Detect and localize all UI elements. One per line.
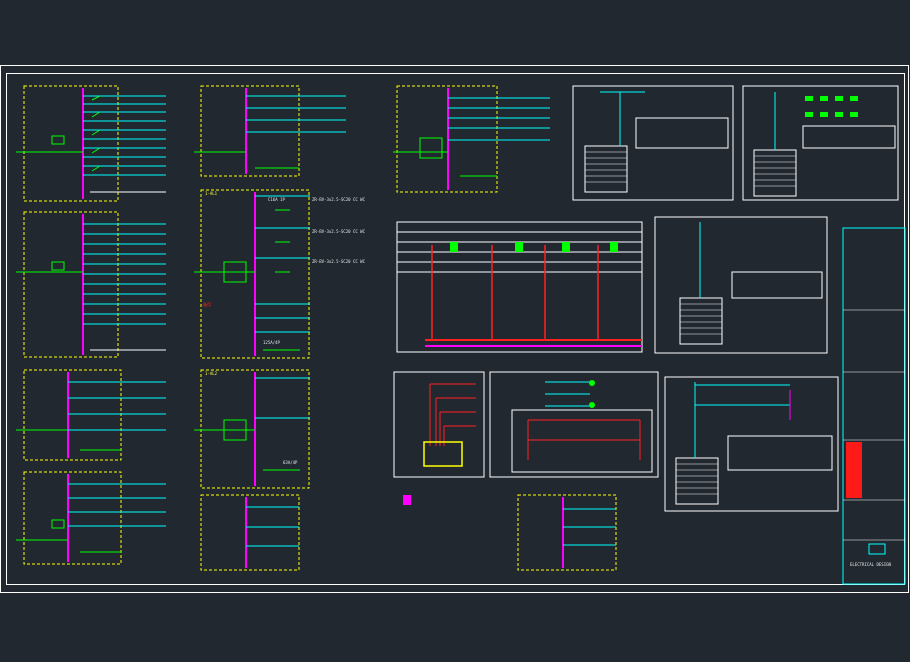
panel-schedule-5 [194,85,346,177]
cable-spec-3: ZR-BV-3x2.5-SC20 CC WC [312,259,365,264]
panel-schedule-al2 [194,369,310,489]
sub-rating-label: 63A/4P [283,460,298,465]
plan-view-2 [742,85,899,201]
panel-tag-al1: 1-AL1 [205,191,218,196]
control-wiring-panel [489,371,659,478]
panel-tag-al2: 1-AL2 [205,371,218,376]
feeder-rating-label: C16A 1P [268,197,285,202]
plan-view-3 [654,216,828,354]
drawing-frame [0,65,909,593]
incomer-rating-label: 125A/4P [263,340,280,345]
panel-schedule-1 [16,85,166,202]
panel-schedule-2 [16,211,166,358]
panel-schedule-al1 [194,189,310,359]
panel-schedule-6 [200,494,300,571]
plan-view-4 [664,376,839,512]
panel-schedule-7 [393,85,550,193]
cable-spec-2: ZR-BV-3x2.5-SC20 CC WC [312,229,365,234]
riser-diagram [396,221,643,353]
panel-schedule-3 [16,369,166,461]
panel-schedule-8 [517,494,617,571]
panel-schedule-4 [16,471,166,565]
cable-spec-1: ZR-BV-3x2.5-SC20 CC WC [312,197,365,202]
plan-view-1 [572,85,734,201]
control-diagram [393,371,485,505]
reserve-label: 备用 [203,302,214,307]
title-block-seal: ELECTRICAL DESIGN [850,562,891,567]
title-block [842,227,906,585]
